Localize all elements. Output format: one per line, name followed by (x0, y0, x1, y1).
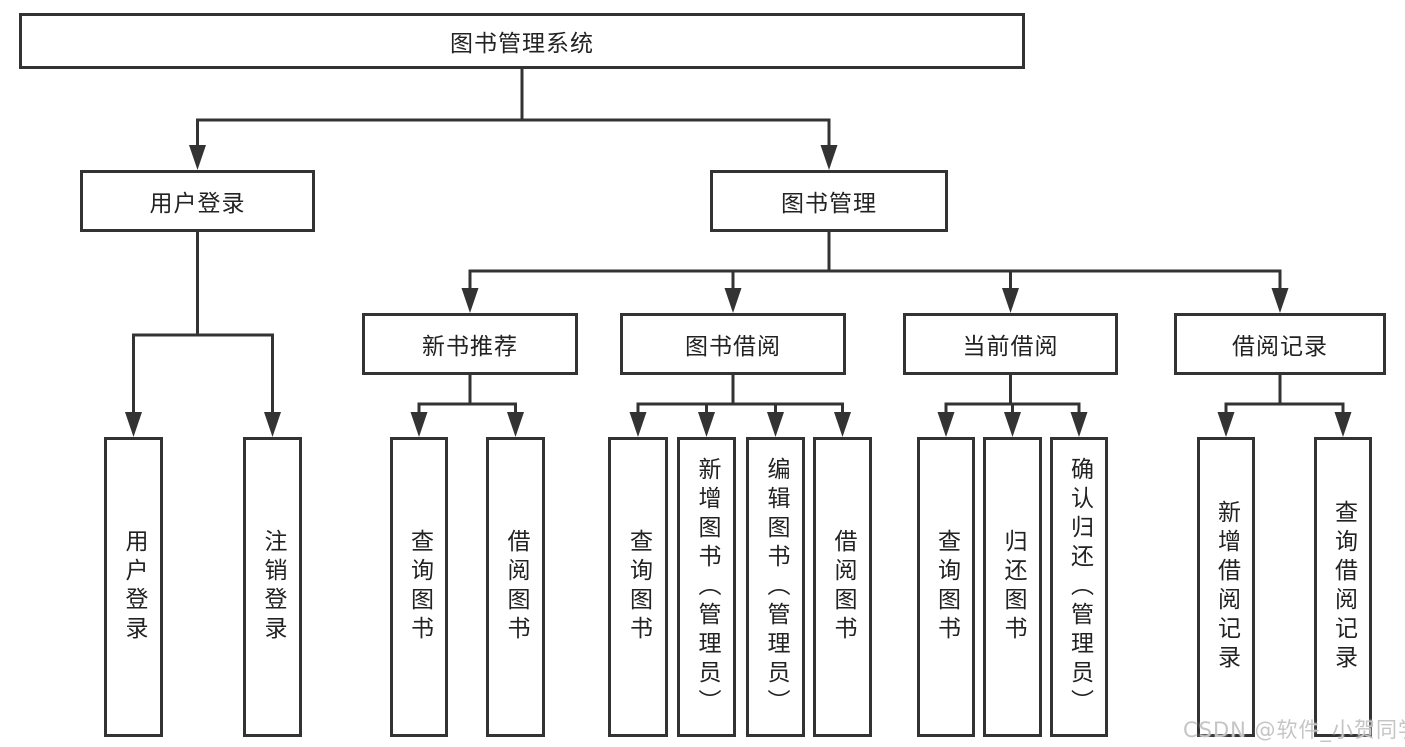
leaf-confirm-return-admin: 确认归还（管理员） (1050, 437, 1108, 737)
node-root-label: 图书管理系统 (450, 31, 594, 57)
leaf-query-borrow-record: 查询借阅记录 (1314, 437, 1372, 737)
leaf-logout: 注销登录 (243, 437, 302, 737)
leaf-confirm-return-admin-label: 确认归还（管理员） (1066, 456, 1093, 718)
connector-current-borrow-branch (937, 375, 1088, 437)
leaf-borrow-books: 借阅图书 (813, 437, 872, 737)
leaf-edit-books-admin-label: 编辑图书（管理员） (763, 456, 789, 718)
leaf-query-books-current: 查询图书 (917, 437, 975, 737)
connector-root-to-level2 (189, 69, 838, 170)
node-current-borrow: 当前借阅 (903, 313, 1118, 375)
leaf-return-books: 归还图书 (983, 437, 1042, 737)
node-book-management-label: 图书管理 (781, 191, 877, 217)
leaf-add-borrow-record: 新增借阅记录 (1197, 437, 1255, 737)
leaf-borrow-books-recommend-label: 借阅图书 (503, 529, 529, 645)
leaf-query-books-recommend-label: 查询图书 (406, 529, 433, 645)
connector-book-management-branch (461, 232, 1289, 313)
node-book-borrow-label: 图书借阅 (685, 334, 781, 360)
connector-user-login-branch (125, 232, 281, 437)
leaf-add-books-admin: 新增图书（管理员） (677, 437, 736, 737)
leaf-logout-label: 注销登录 (260, 529, 286, 645)
leaf-query-books-recommend: 查询图书 (390, 437, 448, 737)
connector-book-borrow-branch (629, 375, 851, 437)
node-user-login: 用户登录 (80, 170, 315, 232)
leaf-add-books-admin-label: 新增图书（管理员） (694, 456, 720, 718)
node-current-borrow-label: 当前借阅 (962, 334, 1059, 360)
watermark: CSDN @软件_小贺同学 (1183, 718, 1405, 742)
leaf-edit-books-admin: 编辑图书（管理员） (746, 437, 805, 737)
leaf-query-books-current-label: 查询图书 (933, 529, 960, 645)
leaf-borrow-books-label: 借阅图书 (830, 529, 856, 645)
leaf-borrow-books-recommend: 借阅图书 (486, 437, 545, 737)
node-book-borrow: 图书借阅 (620, 313, 846, 375)
node-borrow-records: 借阅记录 (1174, 313, 1386, 375)
leaf-add-borrow-record-label: 新增借阅记录 (1213, 500, 1240, 674)
leaf-query-books: 查询图书 (608, 437, 668, 737)
node-new-book-recommend-label: 新书推荐 (422, 334, 518, 360)
node-root: 图书管理系统 (19, 13, 1025, 69)
leaf-user-login-label: 用户登录 (121, 529, 147, 645)
leaf-return-books-label: 归还图书 (1000, 529, 1026, 645)
connector-new-book-branch (410, 375, 524, 437)
leaf-query-borrow-record-label: 查询借阅记录 (1330, 500, 1357, 674)
leaf-query-books-label: 查询图书 (625, 529, 652, 645)
node-new-book-recommend: 新书推荐 (362, 313, 578, 375)
node-book-management: 图书管理 (710, 170, 948, 232)
leaf-user-login: 用户登录 (104, 437, 163, 737)
connector-borrow-records-branch (1217, 375, 1352, 437)
node-user-login-label: 用户登录 (149, 191, 246, 217)
node-borrow-records-label: 借阅记录 (1232, 334, 1328, 360)
